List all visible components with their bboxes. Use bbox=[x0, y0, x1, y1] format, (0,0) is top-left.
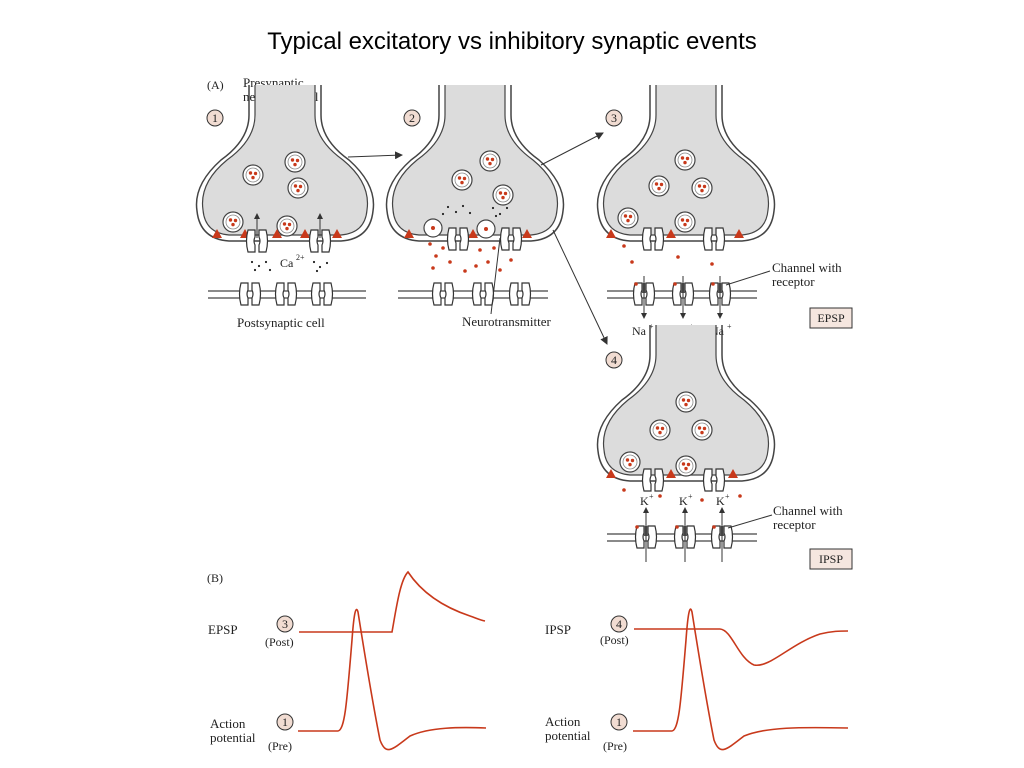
left-ap-label-line1: Action bbox=[210, 716, 246, 731]
left-post-step: 3 bbox=[282, 617, 288, 631]
calcium-label: Ca bbox=[280, 256, 294, 270]
svg-text:K: K bbox=[679, 494, 688, 508]
right-ipsp-label: IPSP bbox=[545, 622, 571, 637]
panel-a-letter: (A) bbox=[207, 78, 224, 92]
neurotransmitter-label: Neurotransmitter bbox=[462, 314, 551, 329]
right-post-step: 4 bbox=[616, 617, 622, 631]
svg-text:+: + bbox=[727, 322, 732, 331]
terminal-step-2 bbox=[385, 84, 565, 315]
step-badge-2: 2 bbox=[403, 109, 421, 127]
right-action-potential-trace bbox=[633, 608, 849, 751]
svg-text:+: + bbox=[725, 492, 730, 501]
right-pre-step: 1 bbox=[616, 715, 622, 729]
terminal-step-4 bbox=[596, 324, 776, 562]
right-traces: IPSP 4 (Post) Action potential 1 (Pre) bbox=[545, 608, 849, 753]
svg-text:K: K bbox=[640, 494, 649, 508]
svg-text:K: K bbox=[716, 494, 725, 508]
postsynaptic-label: Postsynaptic cell bbox=[237, 315, 325, 330]
svg-text:+: + bbox=[688, 492, 693, 501]
channel-label-4-line1: Channel with bbox=[773, 503, 843, 518]
right-ap-label-line2: potential bbox=[545, 728, 591, 743]
ipsp-box: IPSP bbox=[809, 548, 853, 570]
potassium-ion-labels: K + K + K + bbox=[640, 492, 730, 508]
epsp-trace bbox=[299, 570, 486, 633]
svg-text:1: 1 bbox=[212, 111, 218, 125]
right-pre-label: (Pre) bbox=[603, 739, 627, 753]
ipsp-trace bbox=[634, 628, 849, 666]
channel-label-3-line2: receptor bbox=[772, 274, 815, 289]
arrow-step1-to-step2 bbox=[347, 151, 403, 160]
svg-text:4: 4 bbox=[611, 353, 617, 367]
left-pre-step: 1 bbox=[282, 715, 288, 729]
svg-text:+: + bbox=[649, 492, 654, 501]
terminal-step-3 bbox=[596, 84, 776, 319]
svg-text:Na: Na bbox=[632, 324, 647, 338]
calcium-charge: 2+ bbox=[296, 253, 305, 262]
panel-b-letter: (B) bbox=[207, 571, 223, 585]
right-post-label: (Post) bbox=[600, 633, 629, 647]
left-ap-label-line2: potential bbox=[210, 730, 256, 745]
left-epsp-label: EPSP bbox=[208, 622, 238, 637]
epsp-box: EPSP bbox=[809, 307, 853, 329]
step-badge-3: 3 bbox=[605, 109, 623, 127]
step-badge-1: 1 bbox=[206, 109, 224, 127]
left-post-label: (Post) bbox=[265, 635, 294, 649]
arrow-step2-to-step3 bbox=[540, 132, 604, 166]
right-ap-label-line1: Action bbox=[545, 714, 581, 729]
step-badge-4: 4 bbox=[605, 351, 623, 369]
svg-text:+: + bbox=[649, 322, 654, 331]
svg-text:EPSP: EPSP bbox=[817, 311, 845, 325]
svg-text:3: 3 bbox=[611, 111, 617, 125]
svg-text:IPSP: IPSP bbox=[819, 552, 843, 566]
left-action-potential-trace bbox=[298, 608, 487, 751]
channel-label-3-line1: Channel with bbox=[772, 260, 842, 275]
svg-text:2: 2 bbox=[409, 111, 415, 125]
left-pre-label: (Pre) bbox=[268, 739, 292, 753]
channel-label-4-line2: receptor bbox=[773, 517, 816, 532]
terminal-step-1: Ca 2+ bbox=[195, 84, 375, 306]
left-traces: EPSP 3 (Post) Action potential 1 (Pre) bbox=[208, 570, 487, 753]
slide-title: Typical excitatory vs inhibitory synapti… bbox=[267, 28, 757, 55]
arrow-step2-to-step4 bbox=[552, 229, 608, 345]
